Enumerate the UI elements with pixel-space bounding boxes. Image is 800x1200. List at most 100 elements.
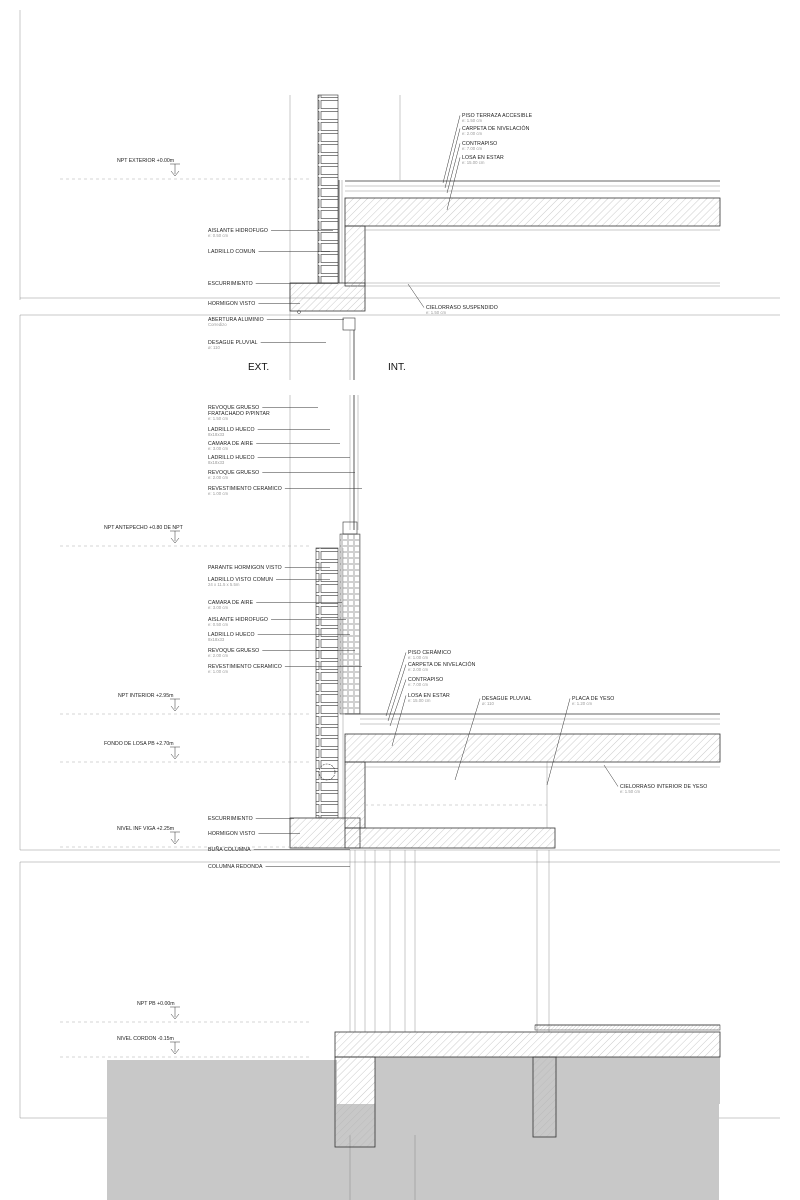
annotation-label: CIELORRASO SUSPENDIDO: [426, 305, 498, 311]
level-label: NIVEL INF VIGA +2.25m: [117, 826, 174, 832]
annotation-label: ESCURRIMIENTO: [208, 816, 253, 822]
annotation-leader: [385, 652, 407, 717]
annotation-label: AISLANTE HIDROFUGO: [208, 228, 268, 234]
level-label: NIVEL CORDON -0.15m: [117, 1036, 174, 1042]
annotation-label: HORMIGON VISTO: [208, 831, 255, 837]
annotation-spec: e: 0.50 cm: [208, 233, 228, 238]
level-label: NPT EXTERIOR +0.00m: [117, 158, 174, 164]
annotation-spec: e: 1.50 cm: [426, 310, 446, 315]
annotation-label: CONTRAPISO: [462, 141, 497, 147]
annotation-spec: e: 2.00 cm: [208, 653, 228, 658]
annotation-label: DESAGUE PLUVIAL: [482, 696, 532, 702]
ground-fill: [107, 1104, 719, 1200]
level-arrow-icon: [170, 170, 180, 177]
annotation-spec: ø: 110: [482, 701, 494, 706]
annotation-leader: [454, 698, 481, 781]
annotation-leader: [603, 764, 619, 787]
level-label: NPT ANTEPECHO +0.80 DE NPT: [104, 525, 184, 531]
annotation-spec: e: 1.50 cm: [208, 416, 228, 421]
annotation-label: LADRILLO HUECO: [208, 455, 255, 461]
ground-floor: [334, 1024, 721, 1148]
annotation-label: PARANTE HORMIGON VISTO: [208, 565, 282, 571]
annotation-spec: e: 1.50 cm: [620, 789, 640, 794]
annotation-spec: 8x18x33: [208, 432, 225, 437]
annotation-label: DESAGUE PLUVIAL: [208, 340, 258, 346]
annotation-label: PISO TERRAZA ACCESIBLE: [462, 113, 533, 119]
annotation-spec: e: 15.00 cm: [462, 160, 485, 165]
annotation-label: PLACA DE YESO: [572, 696, 614, 702]
annotation-label: CONTRAPISO: [408, 677, 443, 683]
annotation-label: AISLANTE HIDROFUGO: [208, 617, 268, 623]
annotation-label: LOSA EN ESTAR: [462, 155, 504, 161]
annotation-label: CIELORRASO INTERIOR DE YESO: [620, 784, 707, 790]
annotation-spec: e: 0.50 cm: [208, 622, 228, 627]
window-section: [289, 317, 359, 820]
annotation-spec: 8x18x33: [208, 637, 225, 642]
exterior-label: EXT.: [248, 362, 269, 373]
annotation-leader: [446, 157, 461, 211]
annotation-label: LOSA EN ESTAR: [408, 693, 450, 699]
ground-left: [107, 1060, 337, 1104]
level-arrow-icon: [170, 753, 180, 760]
level-label: FONDO DE LOSA PB +2.70m: [104, 741, 174, 747]
level-arrow-icon: [170, 1048, 180, 1055]
annotation-spec: e: 1.00 cm: [208, 491, 228, 496]
annotation-leader: [407, 283, 425, 308]
annotation-label: CAMARA DE AIRE: [208, 600, 254, 606]
level-arrow-icon: [170, 705, 180, 712]
annotation-spec: ø: 110: [208, 345, 220, 350]
annotation-leader: [546, 698, 571, 786]
level-arrow-icon: [170, 537, 180, 544]
annotation-label: LADRILLO HUECO: [208, 632, 255, 638]
annotation-spec: e: 7.00 cm: [408, 682, 428, 687]
annotation-spec: e: 1.50 cm: [462, 118, 482, 123]
sheet-frames: [19, 10, 780, 1119]
annotation-spec: 8x18x33: [208, 460, 225, 465]
annotation-spec: e: 1.00 cm: [408, 655, 428, 660]
annotation-label: REVESTIMIENTO CERAMICO: [208, 664, 282, 670]
annotation-label: CARPETA DE NIVELACIÓN: [408, 661, 476, 668]
terrace-slab: [344, 180, 721, 287]
annotation-spec: e: 2.00 cm: [462, 131, 482, 136]
annotation-label: CARPETA DE NIVELACIÓN: [462, 125, 530, 132]
annotation-spec: e: 2.00 cm: [408, 667, 428, 672]
annotation-spec: e: 3.00 cm: [208, 605, 228, 610]
middle-slab: [344, 713, 721, 849]
annotation-leader: [442, 115, 461, 184]
annotation-label: REVESTIMIENTO CERAMICO: [208, 486, 282, 492]
annotation-leader: [387, 664, 407, 722]
annotation-label: CAMARA DE AIRE: [208, 441, 254, 447]
annotation-spec: e: 3.00 cm: [208, 446, 228, 451]
annotation-label: HORMIGON VISTO: [208, 301, 255, 307]
annotation-leader: [444, 128, 461, 189]
annotation-leader: [391, 695, 407, 747]
round-column: [349, 850, 550, 1200]
annotation-spec: Corredizo: [208, 322, 227, 327]
annotation-label: LADRILLO HUECO: [208, 427, 255, 433]
annotation-label: ESCURRIMIENTO: [208, 281, 253, 287]
annotation-spec: e: 1.00 cm: [208, 669, 228, 674]
annotation-label: PISO CERÁMICO: [408, 649, 451, 656]
annotation-spec: e: 15.00 cm: [408, 698, 431, 703]
annotation-label: ABERTURA ALUMINIO: [208, 317, 264, 323]
top-brick-wall: [289, 94, 366, 380]
annotation-label: BUÑA COLUMNA: [208, 846, 251, 853]
annotation-spec: 24 x 11.5 x 5.5m: [208, 582, 240, 587]
annotation-spec: e: 2.00 cm: [208, 475, 228, 480]
annotation-spec: e: 7.00 cm: [462, 146, 482, 151]
annotation-leader: [446, 143, 461, 194]
annotation-leader: [389, 679, 407, 727]
level-label: NPT PB +0.00m: [137, 1001, 175, 1007]
interior-label: INT.: [388, 362, 406, 373]
annotation-label: COLUMNA REDONDA: [208, 864, 263, 870]
annotation-spec: e: 1.20 cm: [572, 701, 592, 706]
annotation-label: REVOQUE GRUESO: [208, 405, 259, 411]
annotation-label: REVOQUE GRUESO: [208, 648, 259, 654]
annotation-label: FRATACHADO P/PINTAR: [208, 411, 270, 417]
level-label: NPT INTERIOR +2.95m: [118, 693, 173, 699]
level-arrow-icon: [170, 838, 180, 845]
